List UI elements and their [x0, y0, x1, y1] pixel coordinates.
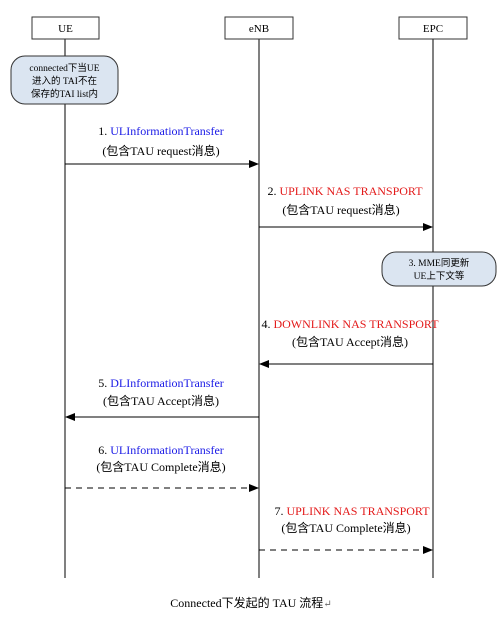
ue-note-line-1: connected下当UE — [29, 62, 99, 74]
message-1-number: 1. — [98, 124, 107, 138]
message-1: 1. ULInformationTransfer (包含TAU request消… — [65, 124, 259, 168]
ue-note-line-3: 保存的TAI list内 — [31, 88, 98, 100]
entity-ue: UE — [31, 16, 100, 40]
message-7-name: UPLINK NAS TRANSPORT — [286, 504, 430, 518]
paragraph-mark-icon: ↵ — [323, 599, 332, 610]
epc-note-line-1: 3. MME同更新 — [409, 257, 470, 269]
message-5-name: DLInformationTransfer — [110, 376, 224, 390]
message-7: 7. UPLINK NAS TRANSPORT (包含TAU Complete消… — [259, 504, 433, 554]
message-6-detail: (包含TAU Complete消息) — [96, 459, 225, 474]
svg-text:1. ULInformationTransfer: 1. ULInformationTransfer — [98, 124, 224, 138]
epc-note-line-2: UE上下文等 — [414, 270, 465, 282]
entity-ue-label: UE — [58, 23, 73, 35]
epc-mme-note: 3. MME同更新 UE上下文等 — [381, 251, 497, 287]
message-4: 4. DOWNLINK NAS TRANSPORT (包含TAU Accept消… — [259, 317, 439, 368]
message-2-name: UPLINK NAS TRANSPORT — [279, 184, 423, 198]
figure-caption-text: Connected下发起的 TAU 流程 — [170, 596, 324, 610]
entity-epc: EPC — [398, 16, 468, 40]
message-1-name: ULInformationTransfer — [110, 124, 224, 138]
entity-enb-label: eNB — [249, 23, 269, 35]
entity-enb: eNB — [224, 16, 294, 40]
message-4-detail: (包含TAU Accept消息) — [292, 334, 408, 349]
message-7-detail: (包含TAU Complete消息) — [281, 520, 410, 535]
message-2: 2. UPLINK NAS TRANSPORT (包含TAU request消息… — [259, 184, 433, 231]
message-5: 5. DLInformationTransfer (包含TAU Accept消息… — [65, 376, 259, 421]
message-1-detail: (包含TAU request消息) — [102, 143, 219, 158]
message-6-number: 6. — [98, 443, 107, 457]
ue-condition-note: connected下当UE 进入的 TAI不在 保存的TAI list内 — [10, 55, 119, 105]
message-7-number: 7. — [274, 504, 283, 518]
message-2-number: 2. — [267, 184, 276, 198]
figure-caption: Connected下发起的 TAU 流程↵ — [0, 594, 502, 611]
message-4-name: DOWNLINK NAS TRANSPORT — [273, 317, 439, 331]
message-2-detail: (包含TAU request消息) — [282, 202, 399, 217]
message-4-number: 4. — [261, 317, 270, 331]
svg-text:6. ULInformationTransfer: 6. ULInformationTransfer — [98, 443, 224, 457]
svg-text:5. DLInformationTransfer: 5. DLInformationTransfer — [98, 376, 224, 390]
message-5-number: 5. — [98, 376, 107, 390]
message-6-name: ULInformationTransfer — [110, 443, 224, 457]
message-5-detail: (包含TAU Accept消息) — [103, 393, 219, 408]
ue-note-line-2: 进入的 TAI不在 — [32, 75, 97, 87]
message-6: 6. ULInformationTransfer (包含TAU Complete… — [65, 443, 259, 492]
svg-text:7. UPLINK NAS TRANSPORT: 7. UPLINK NAS TRANSPORT — [274, 504, 430, 518]
entity-epc-label: EPC — [423, 23, 443, 35]
svg-text:2. UPLINK NAS TRANSPORT: 2. UPLINK NAS TRANSPORT — [267, 184, 423, 198]
svg-text:4. DOWNLINK NAS TRANSPORT: 4. DOWNLINK NAS TRANSPORT — [261, 317, 439, 331]
